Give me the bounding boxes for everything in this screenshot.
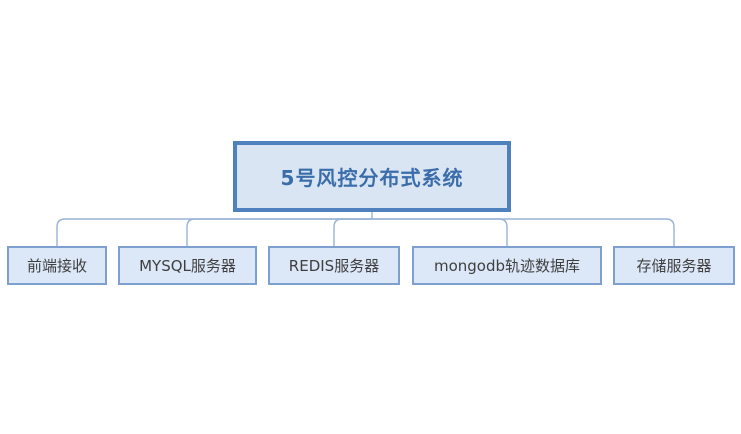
node-label: 存储服务器 <box>636 257 712 275</box>
connector-to-child-2 <box>186 218 372 246</box>
node-mongodb-track-db[interactable]: mongodb轨迹数据库 <box>412 246 602 285</box>
node-root-system[interactable]: 5号风控分布式系统 <box>233 141 511 212</box>
node-storage-server[interactable]: 存储服务器 <box>613 246 735 285</box>
node-label: MYSQL服务器 <box>139 257 236 275</box>
node-frontend-receive[interactable]: 前端接收 <box>7 246 107 285</box>
connector-to-child-5 <box>372 218 675 246</box>
node-label: mongodb轨迹数据库 <box>433 257 581 275</box>
connector-to-child-3 <box>333 218 372 246</box>
node-root-label: 5号风控分布式系统 <box>280 166 464 190</box>
node-redis-server[interactable]: REDIS服务器 <box>268 246 400 285</box>
node-mysql-server[interactable]: MYSQL服务器 <box>118 246 257 285</box>
connector-to-child-1 <box>56 218 372 246</box>
node-label: REDIS服务器 <box>288 257 380 275</box>
node-label: 前端接收 <box>26 257 87 275</box>
connector-to-child-4 <box>372 218 508 246</box>
